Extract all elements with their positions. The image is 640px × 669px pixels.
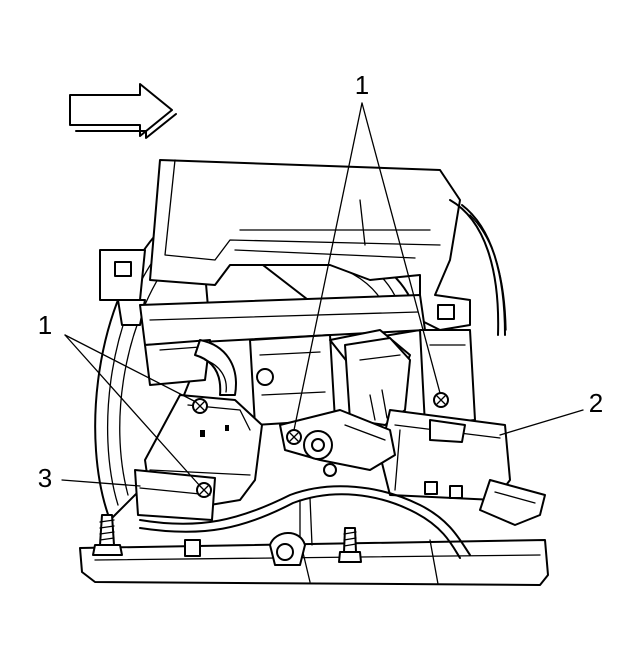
leader-lines bbox=[61, 102, 584, 487]
callout-label-top: 1 bbox=[355, 70, 369, 100]
base-plate bbox=[79, 539, 549, 586]
bolt-icon bbox=[92, 514, 362, 563]
left-actuator bbox=[134, 339, 263, 521]
direction-arrow-icon bbox=[69, 83, 177, 139]
callout-label-left: 1 bbox=[38, 310, 52, 340]
screw-icon bbox=[192, 392, 449, 498]
callout-label-bottom-left: 3 bbox=[38, 463, 52, 493]
upper-cover bbox=[99, 159, 507, 336]
linkage-arm bbox=[279, 409, 396, 477]
wire-harness bbox=[139, 485, 471, 566]
mid-frame bbox=[139, 294, 476, 426]
callout-label-right: 2 bbox=[589, 388, 603, 418]
